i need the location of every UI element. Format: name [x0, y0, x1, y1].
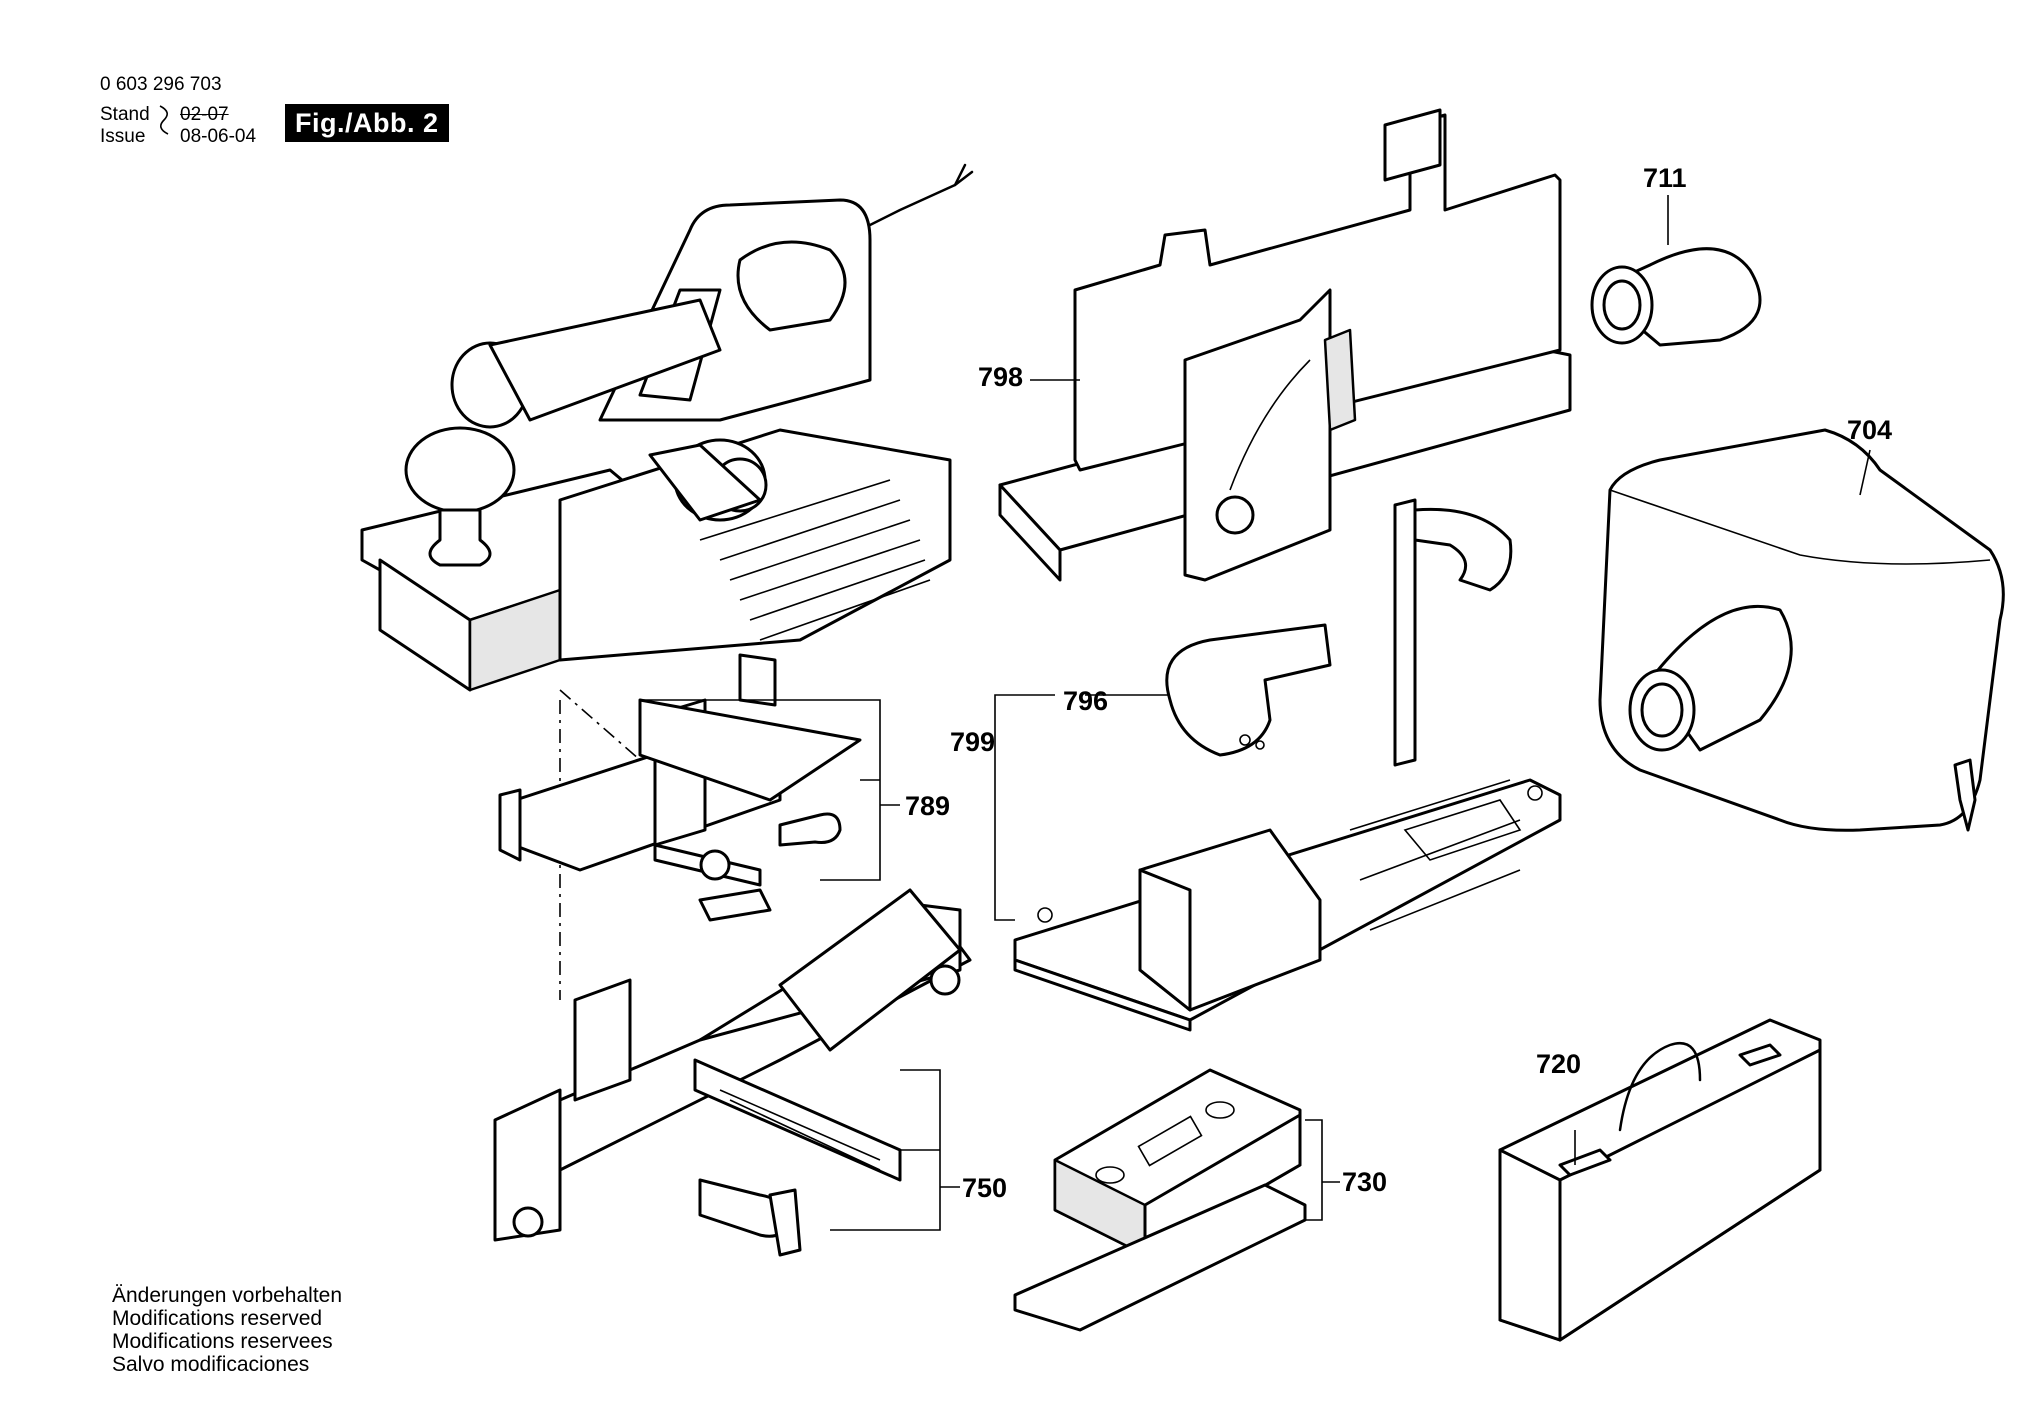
footer-note-de: Änderungen vorbehalten: [112, 1284, 343, 1307]
leader-704: [1859, 449, 1871, 496]
foam-730-illustration: [1013, 1068, 1307, 1332]
stand-799-illustration: [1013, 498, 1562, 1032]
stand-label: Stand: [100, 104, 150, 125]
callout-789: 789: [905, 791, 951, 821]
case-720-illustration: [1498, 1018, 1822, 1342]
bracket-730: [1305, 1119, 1323, 1221]
figure-label: Fig./Abb. 2: [285, 104, 449, 142]
footer-note-fr: Modifications reservees: [112, 1330, 333, 1353]
bracket-799: [994, 694, 1055, 921]
stand-value: 02-07: [180, 104, 229, 125]
planer-illustration: [360, 163, 974, 1000]
issue-value: 08-06-04: [180, 126, 257, 147]
part-number: 0 603 296 703: [100, 74, 222, 95]
callout-799: 799: [950, 727, 996, 757]
callout-798: 798: [978, 362, 1024, 392]
callout-750: 750: [962, 1173, 1008, 1203]
callout-720: 720: [1536, 1049, 1582, 1079]
callout-704: 704: [1847, 415, 1893, 445]
issue-label: Issue: [100, 126, 146, 147]
footer-note-en: Modifications reserved: [112, 1307, 323, 1330]
fence-798-illustration: [998, 108, 1572, 582]
dust-bag-704-illustration: [1598, 428, 2005, 832]
adapter-711-illustration: [1590, 247, 1762, 347]
revision-bracket: [159, 105, 169, 135]
callout-730: 730: [1342, 1167, 1388, 1197]
callout-796: 796: [1063, 686, 1109, 716]
guide-789-illustration: [498, 653, 862, 922]
guide-750-illustration: [493, 888, 972, 1257]
footer-note-es: Salvo modificaciones: [112, 1353, 310, 1376]
bracket-789: [640, 699, 881, 881]
callout-711: 711: [1643, 163, 1687, 193]
